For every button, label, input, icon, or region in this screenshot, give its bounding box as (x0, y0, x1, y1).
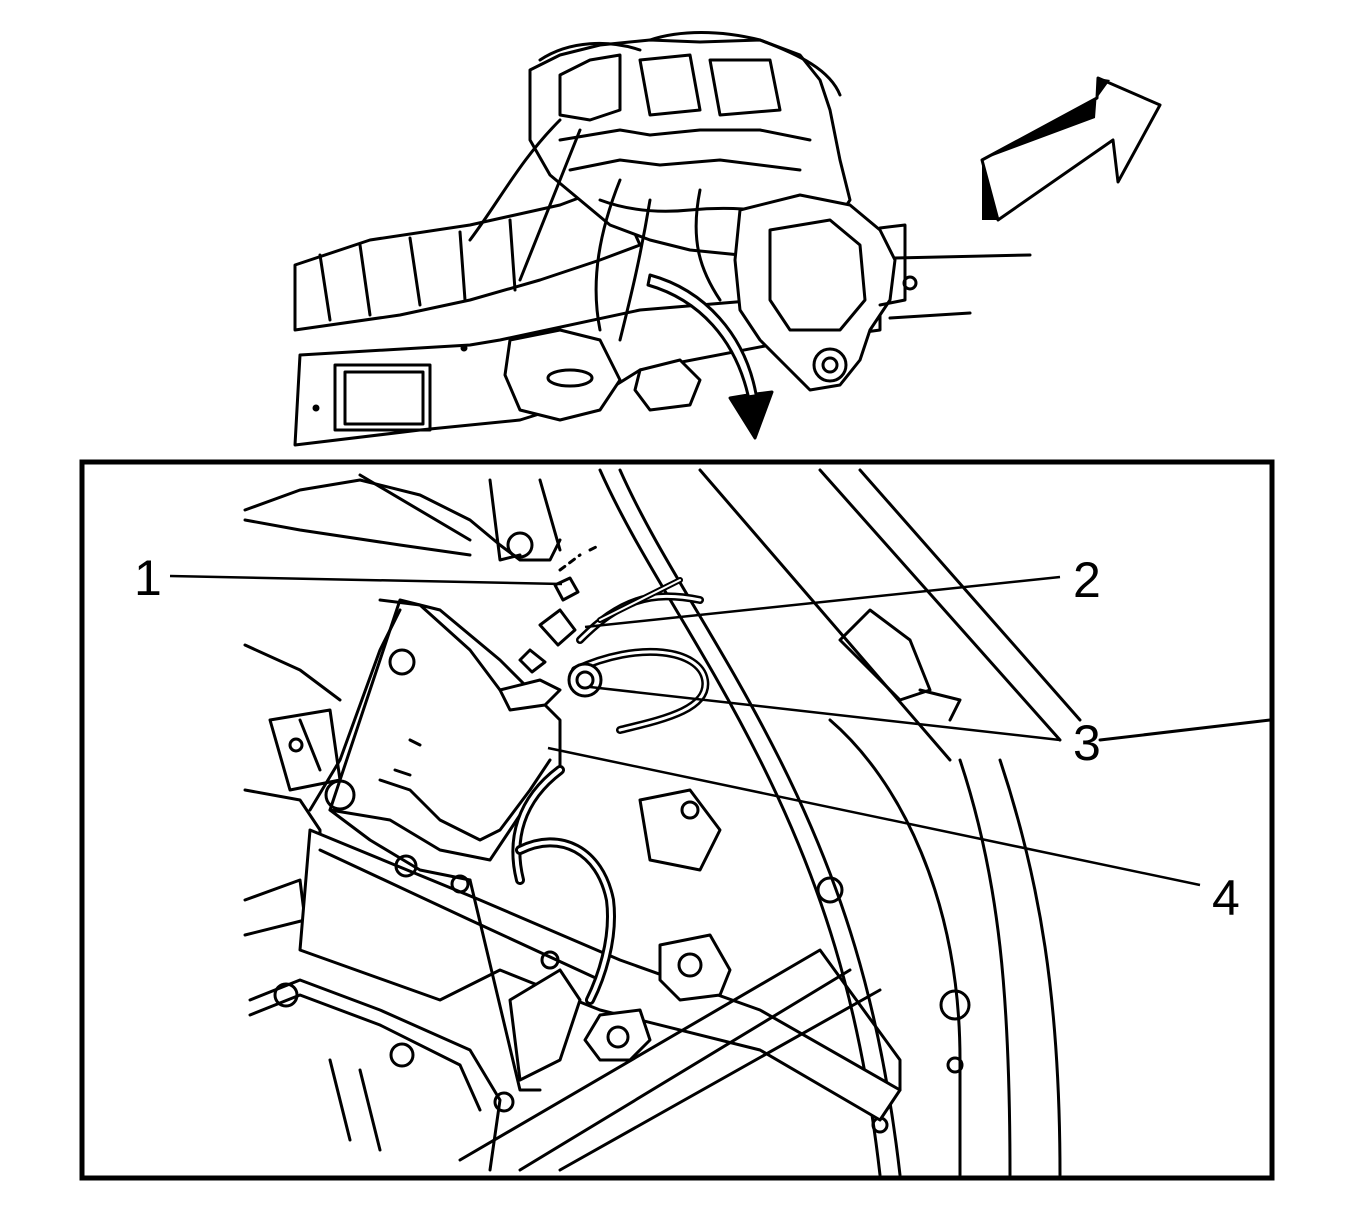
leader-3 (589, 685, 1061, 742)
detail-view (243, 468, 1272, 1177)
callout-2: 2 (1073, 552, 1101, 608)
forward-arrow-icon (980, 76, 1162, 222)
leader-4 (547, 746, 1201, 887)
callout-1: 1 (134, 550, 162, 606)
callout-3: 3 (1073, 715, 1101, 771)
curved-pointer-arrow-icon (646, 273, 774, 440)
callout-4: 4 (1212, 870, 1240, 926)
leader-2 (584, 575, 1061, 629)
engine-overview (293, 31, 1032, 447)
callout-leaders (169, 574, 1201, 887)
leader-1 (169, 574, 563, 586)
